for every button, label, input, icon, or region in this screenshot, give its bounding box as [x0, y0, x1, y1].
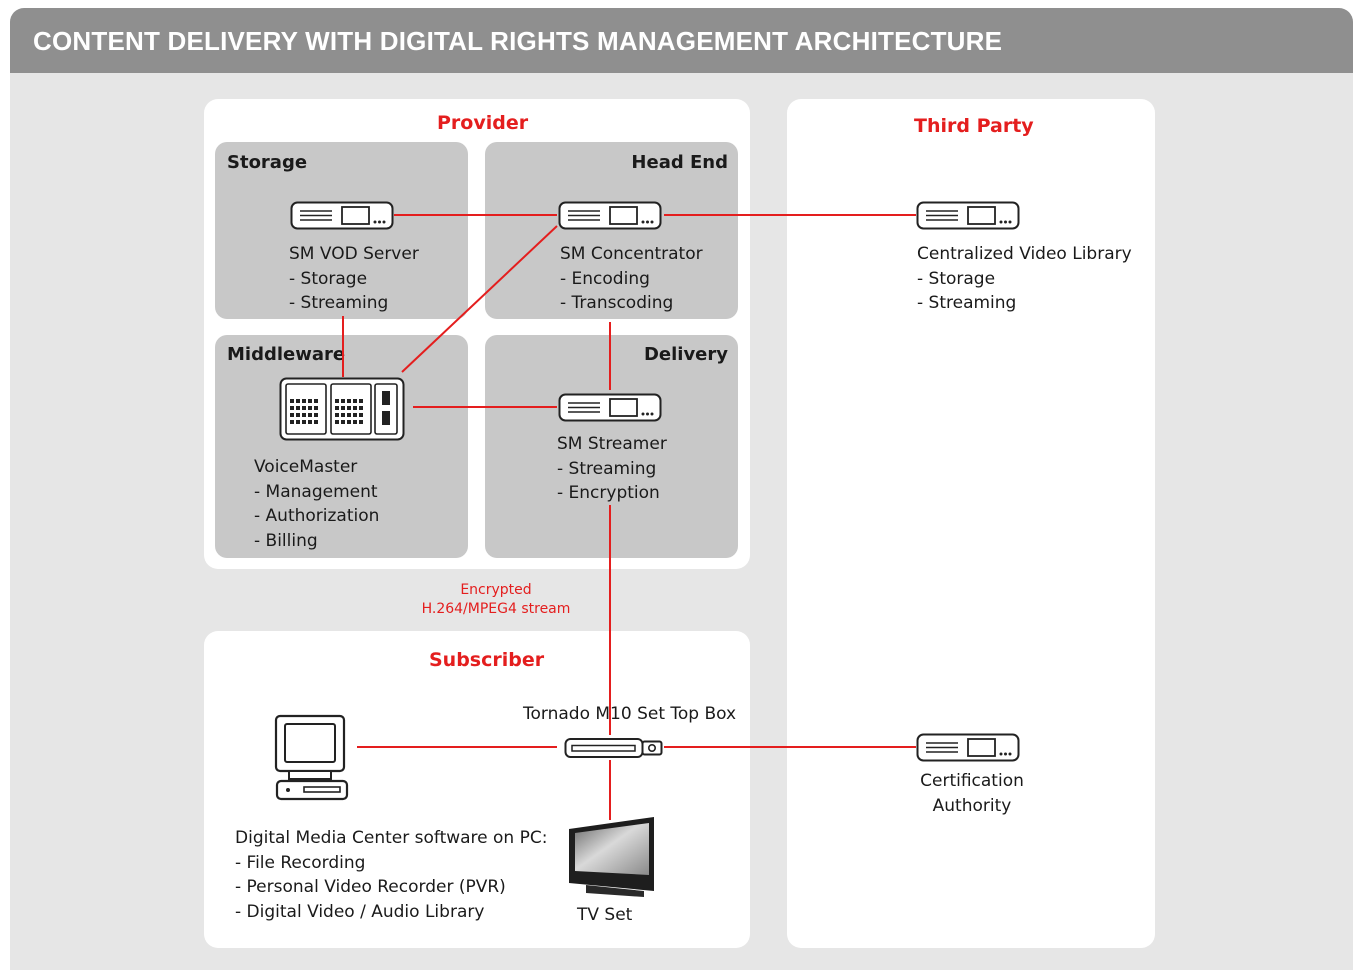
streamer-name: SM Streamer: [557, 434, 667, 454]
video-library-label: Centralized Video Library - Storage - St…: [917, 242, 1132, 316]
page-title: CONTENT DELIVERY WITH DIGITAL RIGHTS MAN…: [33, 26, 1003, 56]
set-top-box-icon: [564, 738, 663, 758]
pc-feature: - File Recording: [235, 852, 366, 873]
concentrator-name: SM Concentrator: [560, 244, 703, 264]
video-library-role: - Streaming: [917, 293, 1017, 313]
streamer-label: SM Streamer - Streaming - Encryption: [557, 432, 667, 506]
streamer-role: - Encryption: [557, 483, 660, 503]
vod-server-name: SM VOD Server: [289, 244, 419, 264]
third-party-title: Third Party: [914, 115, 1034, 137]
head-end-title: Head End: [631, 152, 728, 173]
server-icon: [916, 733, 1020, 762]
video-library-name: Centralized Video Library: [917, 244, 1132, 264]
set-top-box-label: Tornado M10 Set Top Box: [523, 704, 737, 724]
stream-note-line: H.264/MPEG4 stream: [421, 601, 571, 617]
server-icon: [558, 393, 662, 422]
video-library-role: - Storage: [917, 268, 996, 289]
header-bar: CONTENT DELIVERY WITH DIGITAL RIGHTS MAN…: [10, 8, 1353, 73]
voicemaster-label: VoiceMaster - Management - Authorization…: [254, 455, 379, 553]
voicemaster-rack-icon: [279, 377, 405, 441]
concentrator-label: SM Concentrator - Encoding - Transcoding: [560, 242, 703, 316]
tv-label: TV Set: [577, 905, 633, 925]
server-icon: [290, 201, 394, 230]
provider-title: Provider: [437, 112, 529, 134]
voicemaster-role: - Management: [254, 481, 378, 502]
server-icon: [558, 201, 662, 230]
subscriber-title: Subscriber: [429, 649, 545, 671]
concentrator-role: - Transcoding: [560, 293, 674, 313]
pc-name: Digital Media Center software on PC:: [235, 828, 548, 848]
stream-note: Encrypted H.264/MPEG4 stream: [414, 581, 578, 619]
cert-authority-line: Authority: [932, 795, 1012, 816]
voicemaster-name: VoiceMaster: [254, 457, 358, 477]
voicemaster-role: - Authorization: [254, 506, 380, 526]
server-icon: [916, 201, 1020, 230]
cert-authority-line: Certification: [920, 771, 1024, 791]
pc-label: Digital Media Center software on PC: - F…: [235, 826, 547, 924]
concentrator-role: - Encoding: [560, 268, 650, 289]
stream-note-line: Encrypted: [460, 582, 532, 598]
vod-server-role: - Storage: [289, 268, 368, 289]
tv-icon: [569, 817, 654, 897]
computer-icon: [274, 714, 349, 801]
vod-server-label: SM VOD Server - Storage - Streaming: [289, 242, 419, 316]
third-party-panel: [787, 99, 1155, 948]
vod-server-role: - Streaming: [289, 293, 389, 313]
delivery-title: Delivery: [643, 344, 728, 365]
cert-authority-label: Certification Authority: [904, 769, 1040, 818]
middleware-title: Middleware: [227, 344, 346, 365]
voicemaster-role: - Billing: [254, 530, 318, 551]
pc-feature: - Personal Video Recorder (PVR): [235, 877, 506, 897]
storage-title: Storage: [227, 152, 308, 173]
pc-feature: - Digital Video / Audio Library: [235, 901, 485, 922]
streamer-role: - Streaming: [557, 458, 657, 479]
